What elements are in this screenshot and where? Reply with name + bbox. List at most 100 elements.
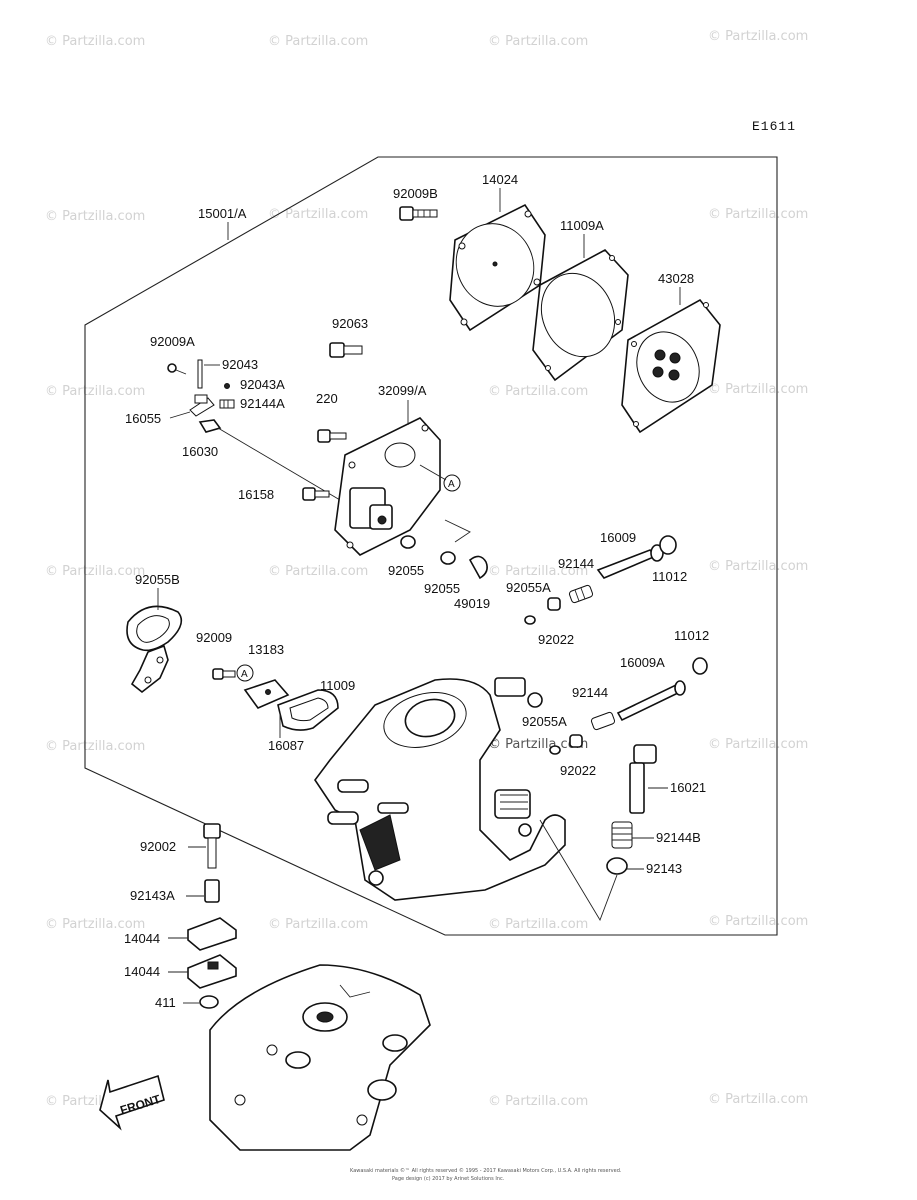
leader-line — [419, 464, 447, 481]
watermark: © Partzilla.com — [708, 382, 808, 397]
watermark: © Partzilla.com — [708, 737, 808, 752]
needle-16030 — [198, 419, 341, 501]
front-direction-arrow: FRONT — [99, 1074, 165, 1131]
part-label-15001A[interactable]: 15001/A — [198, 206, 247, 221]
part-label-92063[interactable]: 92063 — [332, 316, 368, 331]
part-label-92143A[interactable]: 92143A — [130, 888, 175, 903]
bolt-92009b — [399, 206, 438, 221]
callout-a-letter: A — [241, 669, 248, 680]
leader-line — [169, 411, 191, 419]
carburetor-body — [314, 677, 566, 901]
part-label-49019[interactable]: 49019 — [454, 596, 490, 611]
part-label-92055A-1[interactable]: 92055A — [506, 580, 551, 595]
part-label-92144-1[interactable]: 92144 — [558, 556, 594, 571]
copyright-text: Kawasaki materials ©™ All rights reserve… — [350, 1167, 622, 1174]
watermark: © Partzilla.com — [268, 917, 368, 932]
part-label-11012-1[interactable]: 11012 — [652, 569, 687, 584]
mixture-screw-16009a — [616, 680, 686, 722]
watermark: © Partzilla.com — [708, 559, 808, 574]
part-label-92144B[interactable]: 92144B — [656, 830, 701, 845]
watermark: © Partzilla.com — [268, 207, 368, 222]
clamp-14044 — [187, 917, 237, 951]
part-label-32099A[interactable]: 32099/A — [378, 383, 427, 398]
part-label-11012-2[interactable]: 11012 — [674, 628, 709, 643]
part-label-11009[interactable]: 11009 — [320, 678, 355, 693]
part-label-43028[interactable]: 43028 — [658, 271, 694, 286]
o-ring-92055 — [440, 551, 456, 565]
clamp-slot — [207, 961, 219, 970]
watermark: © Partzilla.com — [45, 917, 145, 932]
part-label-92002[interactable]: 92002 — [140, 839, 176, 854]
cap-11012 — [692, 657, 708, 675]
part-label-92055A-2[interactable]: 92055A — [522, 714, 567, 729]
screw-16021 — [629, 744, 657, 814]
part-label-11009A[interactable]: 11009A — [560, 218, 604, 233]
o-ring-92055a — [524, 615, 536, 625]
part-label-92009B[interactable]: 92009B — [393, 186, 438, 201]
watermark: © Partzilla.com — [708, 1092, 808, 1107]
spring-92144b — [611, 821, 633, 849]
washer-92143 — [606, 857, 628, 875]
gasket-92055b — [126, 605, 183, 694]
part-label-220[interactable]: 220 — [316, 391, 338, 406]
watermark: © Partzilla.com — [488, 1094, 588, 1109]
watermark-group: © Partzilla.com © Partzilla.com © Partzi… — [45, 29, 808, 1109]
part-label-16055[interactable]: 16055 — [125, 411, 161, 426]
part-label-16021[interactable]: 16021 — [670, 780, 706, 795]
part-label-16009A[interactable]: 16009A — [620, 655, 665, 670]
part-label-92022-1[interactable]: 92022 — [538, 632, 574, 647]
part-label-92043[interactable]: 92043 — [222, 357, 258, 372]
watermark: © Partzilla.com — [45, 209, 145, 224]
part-label-411[interactable]: 411 — [155, 995, 176, 1010]
clamp-14044 — [187, 954, 237, 989]
part-label-16087[interactable]: 16087 — [268, 738, 304, 753]
bolt-92063 — [329, 342, 363, 358]
collar-92143a — [204, 879, 220, 903]
part-label-92143[interactable]: 92143 — [646, 861, 682, 876]
part-label-92009[interactable]: 92009 — [196, 630, 232, 645]
bolt-92002 — [203, 823, 221, 869]
part-label-14024[interactable]: 14024 — [482, 172, 518, 187]
part-label-92022-2[interactable]: 92022 — [560, 763, 596, 778]
part-label-16030[interactable]: 16030 — [182, 444, 218, 459]
guide-v — [539, 819, 618, 922]
part-label-13183[interactable]: 13183 — [248, 642, 284, 657]
watermark: © Partzilla.com — [488, 564, 588, 579]
part-label-92055-2[interactable]: 92055 — [424, 581, 460, 596]
part-label-16158[interactable]: 16158 — [238, 487, 274, 502]
gasket-11009 — [277, 689, 339, 731]
gasket-11009a — [532, 249, 629, 382]
watermark: © Partzilla.com — [45, 739, 145, 754]
spring-92144 — [568, 584, 594, 604]
part-label-14044-2[interactable]: 14044 — [124, 964, 160, 979]
check-valve-49019 — [468, 555, 488, 580]
pump-body-32099a — [334, 417, 441, 556]
watermark: © Partzilla.com — [45, 384, 145, 399]
watermark: © Partzilla.com — [268, 564, 368, 579]
part-label-92144-2[interactable]: 92144 — [572, 685, 608, 700]
watermark: © Partzilla.com — [708, 207, 808, 222]
watermark: © Partzilla.com — [488, 384, 588, 399]
watermark: © Partzilla.com — [45, 34, 145, 49]
cap-11012 — [659, 535, 677, 555]
screw-92009 — [212, 668, 236, 680]
screw-92009a — [167, 363, 187, 375]
washer-92022 — [569, 734, 583, 748]
spring-92144a — [219, 399, 235, 409]
assembly-frame — [84, 156, 778, 936]
part-label-92055-1[interactable]: 92055 — [388, 563, 424, 578]
diaphragm-43028 — [621, 298, 721, 434]
part-label-16009[interactable]: 16009 — [600, 530, 636, 545]
part-label-92055B[interactable]: 92055B — [135, 572, 180, 587]
watermark: © Partzilla.com — [708, 29, 808, 44]
pin-92043 — [197, 359, 203, 389]
watermark: © Partzilla.com — [708, 914, 808, 929]
part-label-92009A[interactable]: 92009A — [150, 334, 195, 349]
part-label-92043A[interactable]: 92043A — [240, 377, 285, 392]
diaphragm-cover-14024 — [449, 203, 546, 332]
part-label-92144A[interactable]: 92144A — [240, 396, 285, 411]
screw-220 — [317, 429, 347, 443]
guide-chevron — [444, 519, 471, 543]
callout-a-marker — [443, 474, 461, 492]
part-label-14044-1[interactable]: 14044 — [124, 931, 160, 946]
